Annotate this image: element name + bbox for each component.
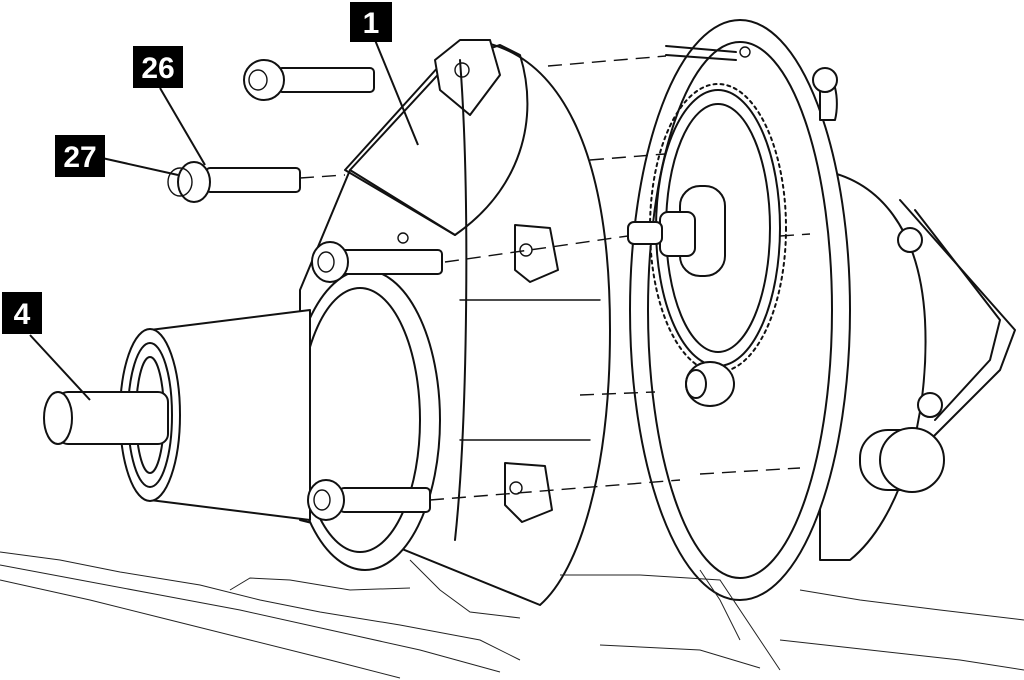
- gear-plate: [629, 19, 851, 601]
- flange: [289, 269, 441, 571]
- rear-housing: [819, 169, 1016, 561]
- bolt-26: [243, 59, 375, 101]
- housing-bolt-lower: [307, 479, 431, 521]
- callout-26-label: 26: [141, 52, 174, 85]
- output-shaft: [43, 391, 169, 445]
- planet-gear: [685, 361, 735, 407]
- callout-4: 4: [2, 292, 91, 401]
- callout-1-label: 1: [363, 7, 380, 40]
- bolt-27: [167, 161, 301, 203]
- sun-gear: [627, 185, 726, 277]
- callout-26: 26: [133, 46, 206, 166]
- callout-27-label: 27: [63, 141, 96, 174]
- callout-27: 27: [55, 135, 179, 177]
- callout-1: 1: [350, 2, 419, 146]
- housing-bolt-upper: [311, 232, 443, 283]
- callout-4-label: 4: [14, 298, 31, 331]
- scan-artifacts: [0, 551, 1024, 679]
- alignment-lines: [299, 55, 811, 501]
